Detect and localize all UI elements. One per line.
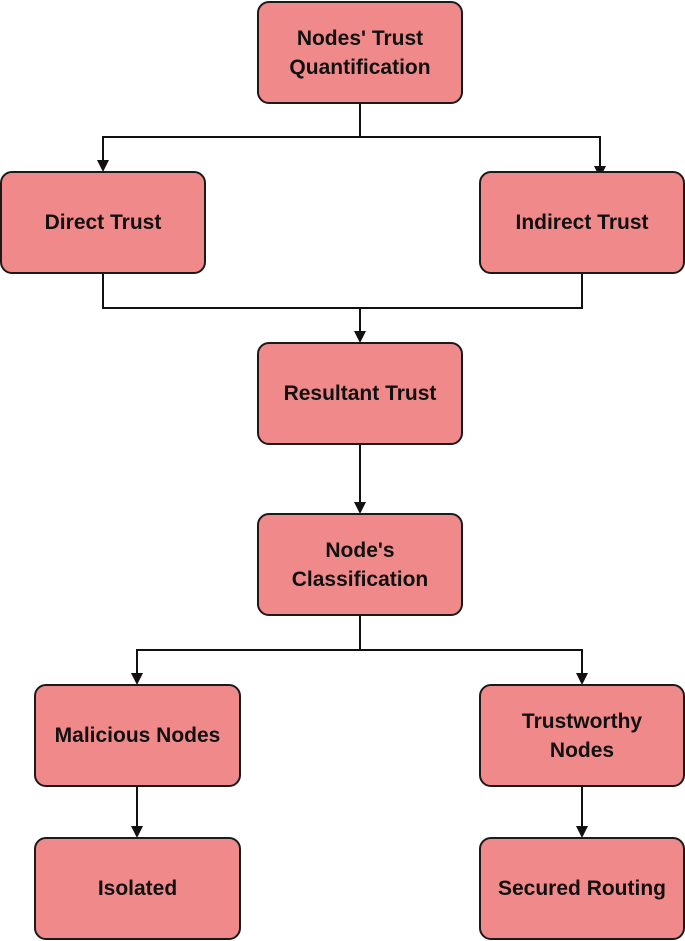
connector-classification-to-trustworthy	[360, 649, 588, 685]
node-classification: Node's Classification	[257, 513, 463, 616]
node-direct-trust: Direct Trust	[0, 171, 206, 274]
node-isolated: Isolated	[34, 837, 241, 940]
connector-classification-to-malicious	[131, 616, 361, 685]
node-trustworthy-nodes: Trustworthy Nodes	[479, 684, 685, 787]
node-indirect-trust: Indirect Trust	[479, 171, 685, 274]
node-malicious-nodes: Malicious Nodes	[34, 684, 241, 787]
connector-quantification-to-indirect	[360, 136, 606, 178]
node-secured-routing: Secured Routing	[479, 837, 685, 940]
connector-quantification-to-direct	[97, 104, 361, 172]
connector-direct-to-resultant	[102, 274, 366, 343]
node-resultant-trust: Resultant Trust	[257, 342, 463, 445]
connector-indirect-to-resultant	[360, 274, 583, 309]
node-trust-quantification: Nodes' Trust Quantification	[257, 1, 463, 104]
